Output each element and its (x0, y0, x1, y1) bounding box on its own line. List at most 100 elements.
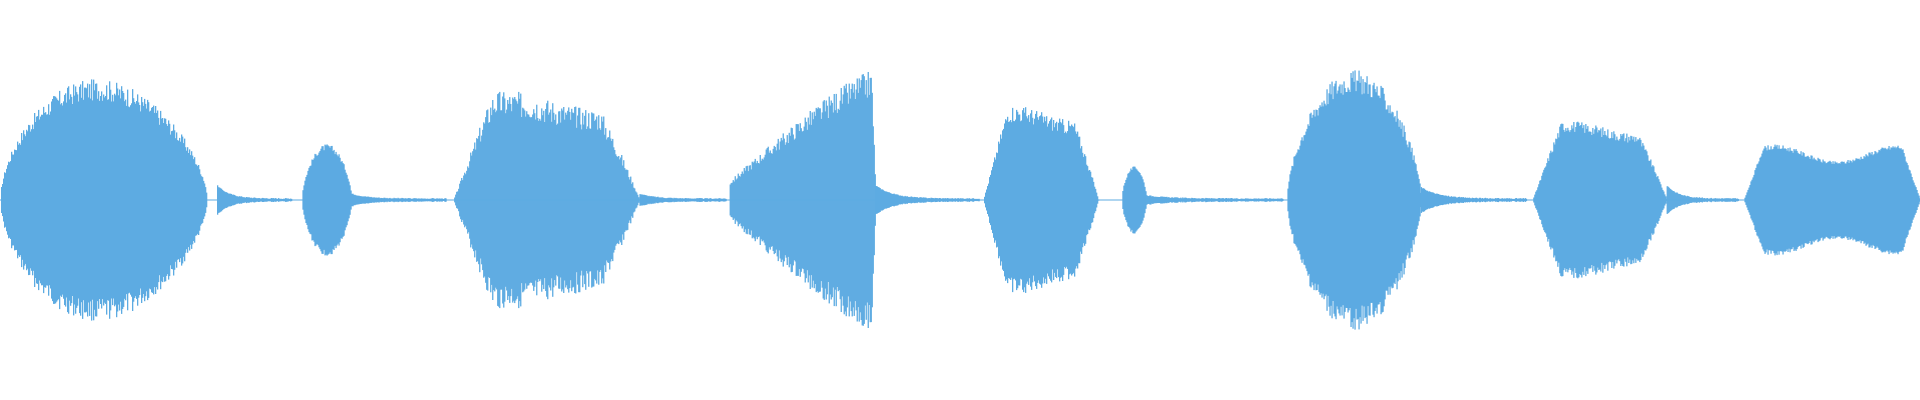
waveform-bar (869, 77, 871, 323)
waveform-bar (491, 115, 493, 285)
waveform-bar (1281, 198, 1283, 202)
waveform-bar (843, 85, 845, 315)
waveform-bar (1393, 117, 1395, 283)
waveform-bar (1246, 198, 1248, 202)
waveform-bar (410, 198, 412, 202)
waveform-bar (1366, 76, 1368, 324)
waveform-bar (83, 99, 85, 301)
waveform-bar (1203, 198, 1205, 202)
waveform-bar (813, 111, 815, 289)
waveform-bar (1724, 198, 1726, 202)
waveform-bar (1587, 126, 1589, 274)
waveform-bar (1047, 126, 1049, 274)
waveform-bar (51, 101, 53, 299)
waveform-bar (651, 196, 653, 204)
waveform-bar (1185, 197, 1187, 203)
waveform-bar (509, 97, 511, 303)
waveform-bar (1184, 197, 1186, 203)
waveform-bar (1385, 109, 1387, 291)
waveform-bar (405, 198, 407, 202)
waveform-bar (53, 96, 55, 304)
waveform-bar (711, 199, 713, 202)
waveform-bar (776, 143, 778, 257)
waveform-bar (1834, 161, 1836, 239)
waveform-bar (1077, 131, 1079, 269)
waveform-bar (1525, 198, 1528, 202)
waveform-bar (1644, 149, 1646, 251)
waveform-bar (493, 109, 495, 291)
waveform-bar (1220, 198, 1222, 202)
waveform-bar (496, 110, 498, 290)
waveform-bar (849, 98, 851, 302)
waveform-bar (876, 186, 878, 214)
waveform-bar (565, 112, 567, 288)
waveform-bar (263, 198, 265, 202)
waveform-bar (1706, 198, 1708, 203)
waveform-bar (1286, 199, 1288, 201)
waveform-bar (325, 145, 327, 255)
waveform-bar (1792, 152, 1794, 248)
waveform-bar (970, 198, 972, 202)
waveform-bar (1282, 198, 1284, 201)
waveform-bar (1084, 154, 1086, 246)
waveform-bar (751, 161, 753, 239)
waveform-bar (811, 112, 813, 288)
waveform-bar (1372, 85, 1374, 315)
waveform-bar (695, 198, 697, 202)
waveform-bar (1009, 121, 1011, 279)
waveform-bar (188, 153, 190, 248)
waveform-bar (1292, 166, 1294, 234)
waveform-bar (553, 112, 555, 288)
waveform-bar (1310, 112, 1312, 288)
waveform-bar (786, 135, 788, 265)
waveform-bar (186, 150, 188, 250)
waveform-bar (1270, 198, 1272, 202)
waveform-bar (663, 197, 665, 203)
waveform-bar (1060, 122, 1062, 278)
waveform-bar (132, 89, 134, 311)
waveform-bar (1469, 198, 1472, 202)
waveform-bar (1198, 198, 1200, 202)
waveform-bar (1781, 148, 1783, 252)
waveform-bar (1267, 198, 1269, 202)
waveform-bar (398, 198, 400, 202)
waveform-bar (797, 124, 799, 276)
waveform-bar (1237, 198, 1239, 202)
waveform-bar (1708, 198, 1710, 202)
waveform-bar (1540, 180, 1542, 220)
waveform-bar (859, 87, 861, 313)
waveform-bar (400, 198, 402, 202)
waveform-bar (954, 198, 956, 202)
waveform-bar (1699, 197, 1701, 203)
waveform-bar (523, 108, 525, 292)
waveform-bar (244, 197, 246, 203)
waveform-bar (381, 198, 383, 202)
waveform-bar (579, 107, 581, 293)
waveform-bar (1413, 155, 1415, 245)
waveform-bar (1429, 191, 1432, 209)
waveform-bar (78, 101, 80, 299)
waveform-bar (1569, 132, 1571, 268)
waveform-bar (756, 160, 758, 240)
waveform-bar (1858, 158, 1860, 242)
waveform-bar (253, 197, 255, 203)
waveform-bar (1233, 198, 1235, 202)
waveform-bar (356, 195, 358, 205)
waveform-bar (1854, 160, 1856, 240)
waveform-bar (1665, 196, 1667, 204)
waveform-bar (1238, 199, 1240, 202)
waveform-bar (866, 97, 868, 303)
waveform-bar (658, 197, 660, 203)
waveform-bar (901, 195, 903, 205)
waveform-bar (423, 198, 425, 202)
waveform-bar (796, 124, 798, 276)
waveform-bar (685, 198, 687, 202)
waveform-bar (184, 138, 186, 262)
waveform-bar (925, 197, 927, 203)
waveform-bar (964, 198, 966, 202)
waveform-bar (1092, 177, 1094, 223)
waveform-bar (110, 89, 112, 311)
waveform-bar (1734, 198, 1736, 202)
waveform-bar (1167, 197, 1169, 203)
waveform-bar (1289, 174, 1291, 226)
